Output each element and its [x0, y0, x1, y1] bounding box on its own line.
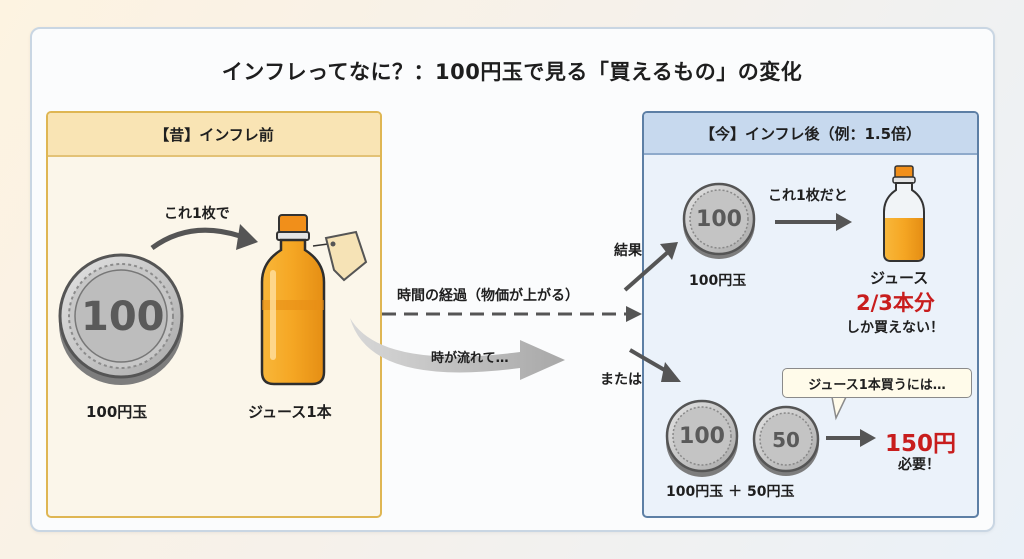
coin-100-icon [58, 253, 184, 385]
coin-face-100-bottom: 100 [679, 424, 725, 449]
result-arrow-icon [623, 242, 678, 292]
after-arrow-label: これ1枚だと [768, 188, 848, 204]
flow-arrow-icon [350, 318, 565, 380]
result-label: 結果 [614, 243, 642, 259]
after-amount: 2/3本分 [856, 291, 935, 315]
before-arrow-icon [150, 224, 258, 251]
after-cannot-buy: しか買えない！ [846, 320, 944, 336]
coin-face-50: 50 [772, 428, 800, 452]
panel-before-header: 【昔】インフレ前 [48, 113, 380, 157]
after-item-label: ジュース [870, 269, 929, 287]
required-label: 必要！ [898, 457, 940, 473]
coin-50-icon [752, 405, 820, 476]
juice-bottle-icon [260, 214, 326, 386]
coins-label: 100円玉 ＋ 50円玉 [666, 484, 795, 500]
before-item-label: ジュース1本 [248, 403, 332, 421]
coin-100-after-icon [682, 182, 756, 259]
panel-after-header: 【今】インフレ後（例：1.5倍） [644, 113, 977, 155]
price-label: 150円 [885, 431, 957, 457]
before-arrow-label: これ1枚で [164, 206, 230, 222]
before-coin-label: 100円玉 [86, 403, 148, 421]
after-coin-label: 100円玉 [689, 273, 747, 289]
or-arrow-icon [628, 348, 681, 382]
speech-bubble: ジュース1本買うには… [782, 368, 972, 398]
coin-100-bottom-icon [665, 399, 739, 477]
price-tag-icon [312, 230, 368, 282]
time-label: 時間の経過（物価が上がる） [397, 288, 579, 304]
panel-before: 【昔】インフレ前 [46, 111, 382, 518]
flow-label: 時が流れて… [431, 351, 509, 366]
coin-face-100: 100 [81, 294, 165, 340]
after-arrow-icon [775, 213, 852, 231]
or-label: または [600, 372, 642, 388]
coin-face-100-after: 100 [696, 207, 742, 232]
time-arrow-icon [382, 306, 642, 322]
page-title: インフレってなに？：100円玉で見る「買えるもの」の変化 [221, 60, 803, 84]
small-juice-bottle-icon [883, 165, 925, 262]
price-arrow-icon [826, 429, 876, 447]
